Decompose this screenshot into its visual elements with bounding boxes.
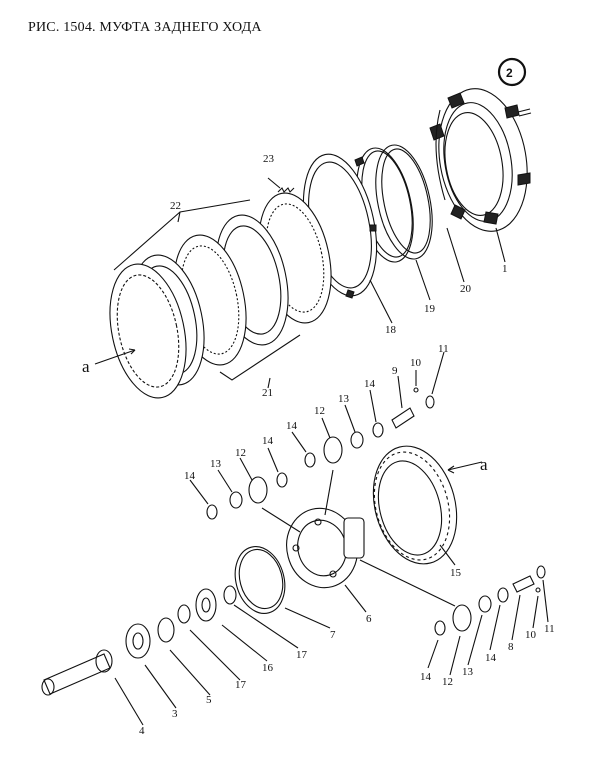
callout-6: 6 [366,613,372,625]
callout-14-upper-b: 14 [286,420,298,432]
callout-8: 8 [508,641,514,653]
upper-planet-stack [304,387,435,516]
page-title: РИС. 1504. МУФТА ЗАДНЕГО ХОДА [28,20,262,35]
callout-13-left: 13 [210,458,222,470]
callout-labels: 2 1 20 19 18 23 22 21 a a 11 10 9 14 13 … [82,66,555,737]
callout-17-left: 17 [235,679,247,691]
callout-4: 4 [139,725,145,737]
callout-19: 19 [424,303,436,315]
callout-15: 15 [450,567,462,579]
callout-14-left-a: 14 [262,435,274,447]
callout-13-right: 13 [462,666,474,678]
callout-10-top: 10 [410,357,422,369]
part-23-spring [277,187,295,193]
callout-18: 18 [385,324,397,336]
part-4-shaft [41,649,113,696]
leader-lines [114,177,549,726]
callout-16: 16 [262,662,274,674]
part-5-ring [157,617,175,643]
callout-5: 5 [206,694,212,706]
callout-9: 9 [392,365,398,377]
part-15-ring-gear [372,445,458,565]
callout-3: 3 [172,708,178,720]
callout-14-right-b: 14 [485,652,497,664]
part-16-planet-gear [195,588,217,622]
clutch-pack [109,192,332,399]
callout-22: 22 [170,200,181,212]
callout-21: 21 [262,387,273,399]
callout-20: 20 [460,283,472,295]
part-3-gear [125,623,151,659]
callout-12-left: 12 [235,447,246,459]
part-17-washer [177,585,237,624]
callout-12-upper: 12 [314,405,325,417]
callout-a-left: a [82,357,90,376]
part-20-seal-ring [375,144,433,260]
callout-23: 23 [263,153,275,165]
callout-13-upper: 13 [338,393,350,405]
part-6-carrier [286,507,365,589]
callout-14-upper: 14 [364,378,376,390]
part-2-pin [497,57,532,117]
callout-11-bottom: 11 [544,623,555,635]
callout-14-right-a: 14 [420,671,432,683]
callout-10-bottom: 10 [525,629,537,641]
part-2-highlight-circle [497,57,527,87]
left-planet-stack [206,472,301,533]
part-1-housing [429,88,531,232]
part-7-snap-ring [234,546,286,614]
callout-7: 7 [330,629,336,641]
callout-17-right: 17 [296,649,308,661]
right-planet-stack [359,559,546,636]
callout-12-right: 12 [442,676,453,688]
callout-1: 1 [502,263,508,275]
callout-a-right: a [480,455,488,474]
callout-11-top: 11 [438,343,449,355]
arrow-a-left [94,348,136,365]
callout-14-left-b: 14 [184,470,196,482]
arrow-a-right [447,461,483,474]
callout-2: 2 [506,66,513,80]
